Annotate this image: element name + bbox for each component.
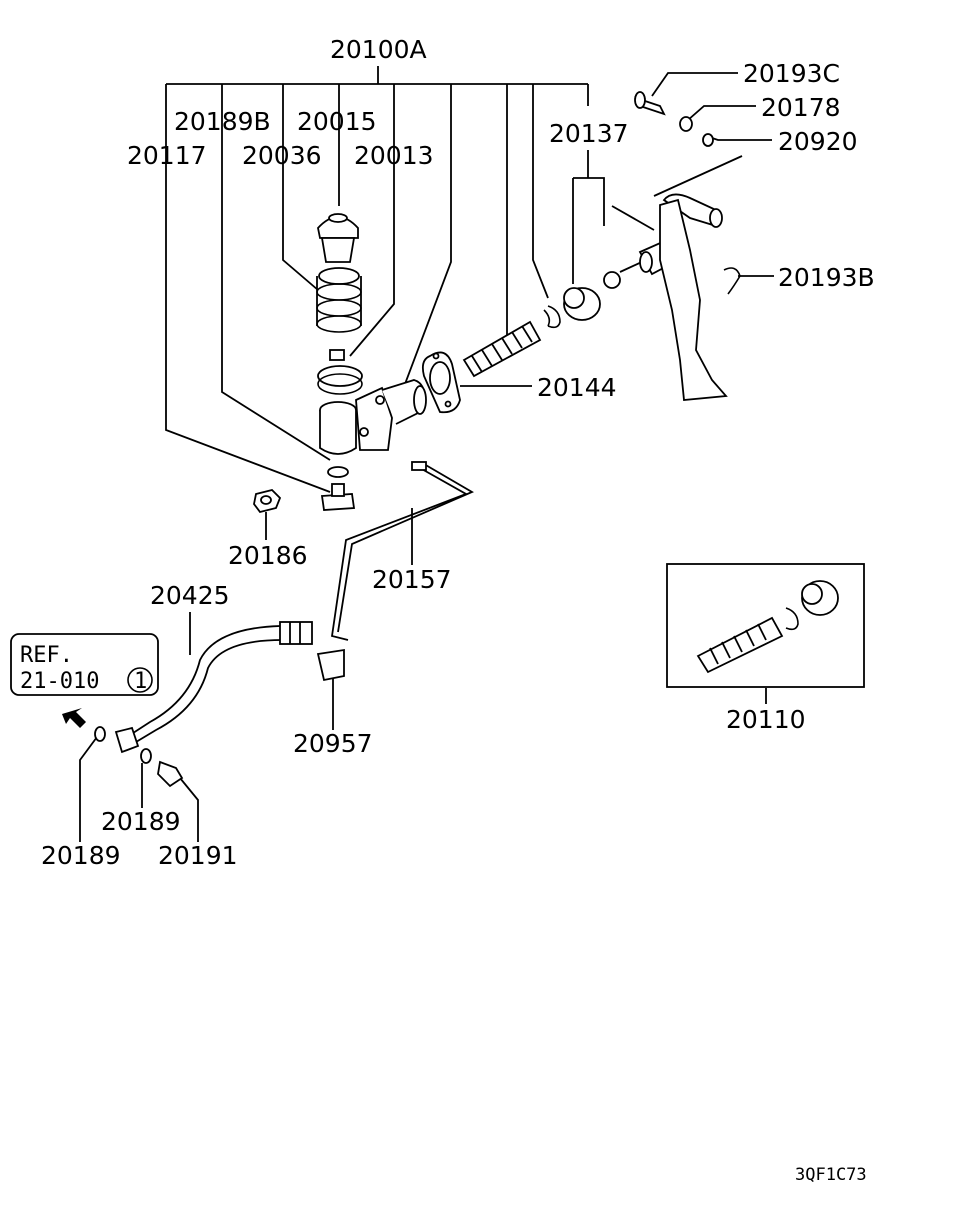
label-20186: 20186 (228, 541, 308, 570)
clutch-hose-20425 (114, 621, 313, 754)
gasket (421, 351, 461, 414)
hose-clamp (317, 349, 363, 395)
label-20117: 20117 (127, 141, 207, 170)
fitting-20117 (320, 483, 356, 511)
label-20957: 20957 (293, 729, 373, 758)
label-20425: 20425 (150, 581, 230, 610)
diagram-code: 3QF1C73 (795, 1165, 867, 1185)
reference-label: REF. (20, 643, 73, 668)
label-20015: 20015 (297, 107, 377, 136)
oring-20189B (327, 466, 349, 478)
bushing-20137 (563, 271, 621, 321)
part-labels: 20100A 20189B 20015 20117 20036 20013 20… (41, 35, 875, 870)
reservoir-cap (317, 213, 359, 263)
pin-20193C (634, 91, 666, 116)
label-20110: 20110 (726, 705, 806, 734)
label-20920: 20920 (778, 127, 858, 156)
bracket-20957 (316, 648, 345, 682)
retaining-ring (543, 305, 561, 329)
label-20100A: 20100A (330, 35, 427, 64)
label-20193C: 20193C (743, 59, 840, 88)
reference-number: 21-010 (20, 669, 99, 694)
kit-box-20110 (666, 563, 865, 688)
label-20193B: 20193B (778, 263, 875, 292)
washer-20920 (702, 133, 714, 147)
bolt-20191 (157, 760, 184, 788)
push-rod-boot (462, 320, 542, 378)
label-20036: 20036 (242, 141, 322, 170)
spring-seal (316, 267, 362, 333)
label-20178: 20178 (761, 93, 841, 122)
reference-box: REF. 21-010 1 (10, 633, 159, 696)
label-20189-mid: 20189 (101, 807, 181, 836)
master-cylinder-body (319, 379, 427, 455)
gasket-20189 (94, 726, 152, 764)
label-20157: 20157 (372, 565, 452, 594)
clutch-pedal (659, 193, 728, 401)
direction-arrow (62, 708, 86, 728)
label-20013: 20013 (354, 141, 434, 170)
reference-circled-number: 1 (134, 669, 147, 694)
label-20137: 20137 (549, 119, 629, 148)
label-20189B: 20189B (174, 107, 271, 136)
nut-20186 (253, 489, 282, 514)
snap-pin-20193B (723, 267, 741, 295)
clutch-pipe-20157 (330, 461, 474, 641)
leader-lines (79, 66, 774, 842)
label-20189-left: 20189 (41, 841, 121, 870)
clip-20178 (679, 116, 693, 132)
label-20144: 20144 (537, 373, 617, 402)
label-20191: 20191 (158, 841, 238, 870)
